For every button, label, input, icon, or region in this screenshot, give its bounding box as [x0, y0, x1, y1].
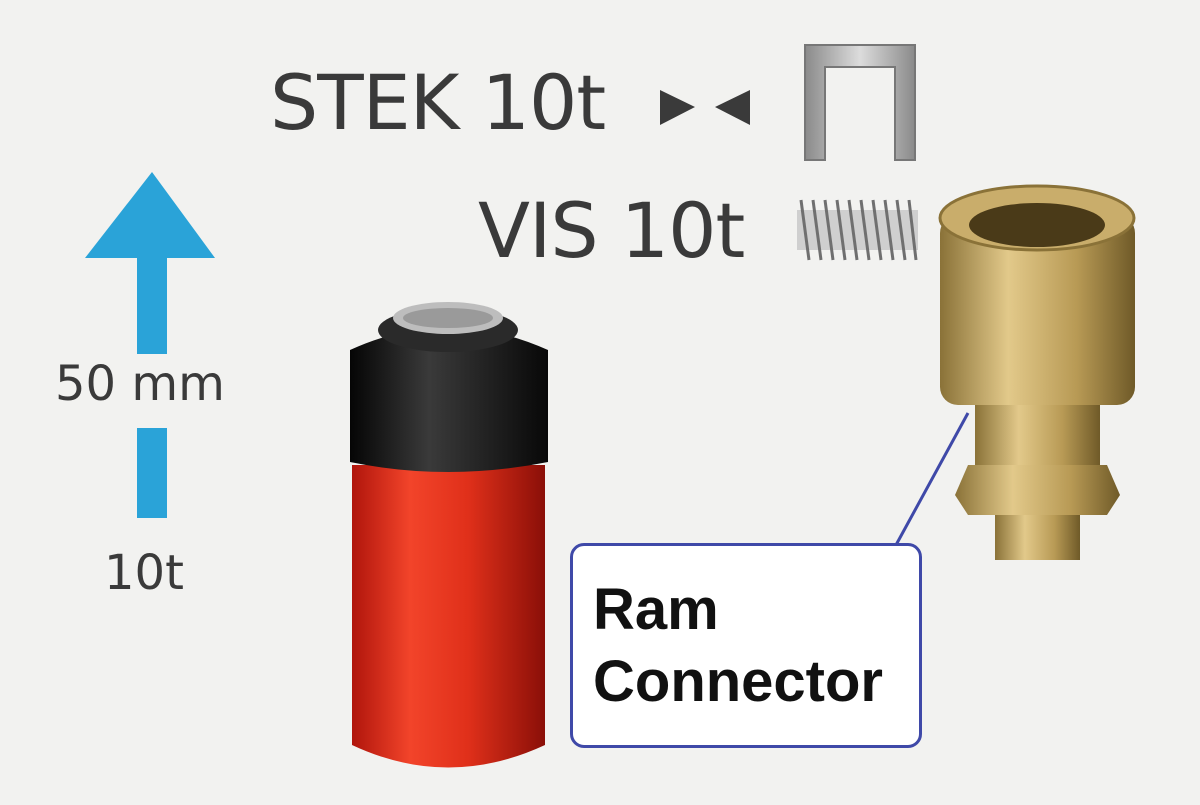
callout-line-ram: Ram [593, 577, 719, 642]
capacity-label: 10t [104, 545, 184, 601]
vis-label: VIS 10t [478, 186, 745, 275]
callout-text: Ram Connector [593, 574, 883, 718]
stek-bracket-icon [804, 44, 916, 161]
hydraulic-ram-image [350, 302, 548, 768]
lift-arrow-icon [85, 172, 215, 518]
stroke-label: 50 mm [55, 356, 225, 412]
ram-connector-image [938, 184, 1136, 560]
stek-label: STEK 10t [270, 58, 606, 147]
vis-thread-icon [797, 199, 918, 261]
push-arrows-icon [660, 90, 750, 125]
callout-pointer [894, 412, 970, 546]
callout-box: Ram Connector [570, 543, 922, 748]
callout-line-connector: Connector [593, 649, 883, 714]
